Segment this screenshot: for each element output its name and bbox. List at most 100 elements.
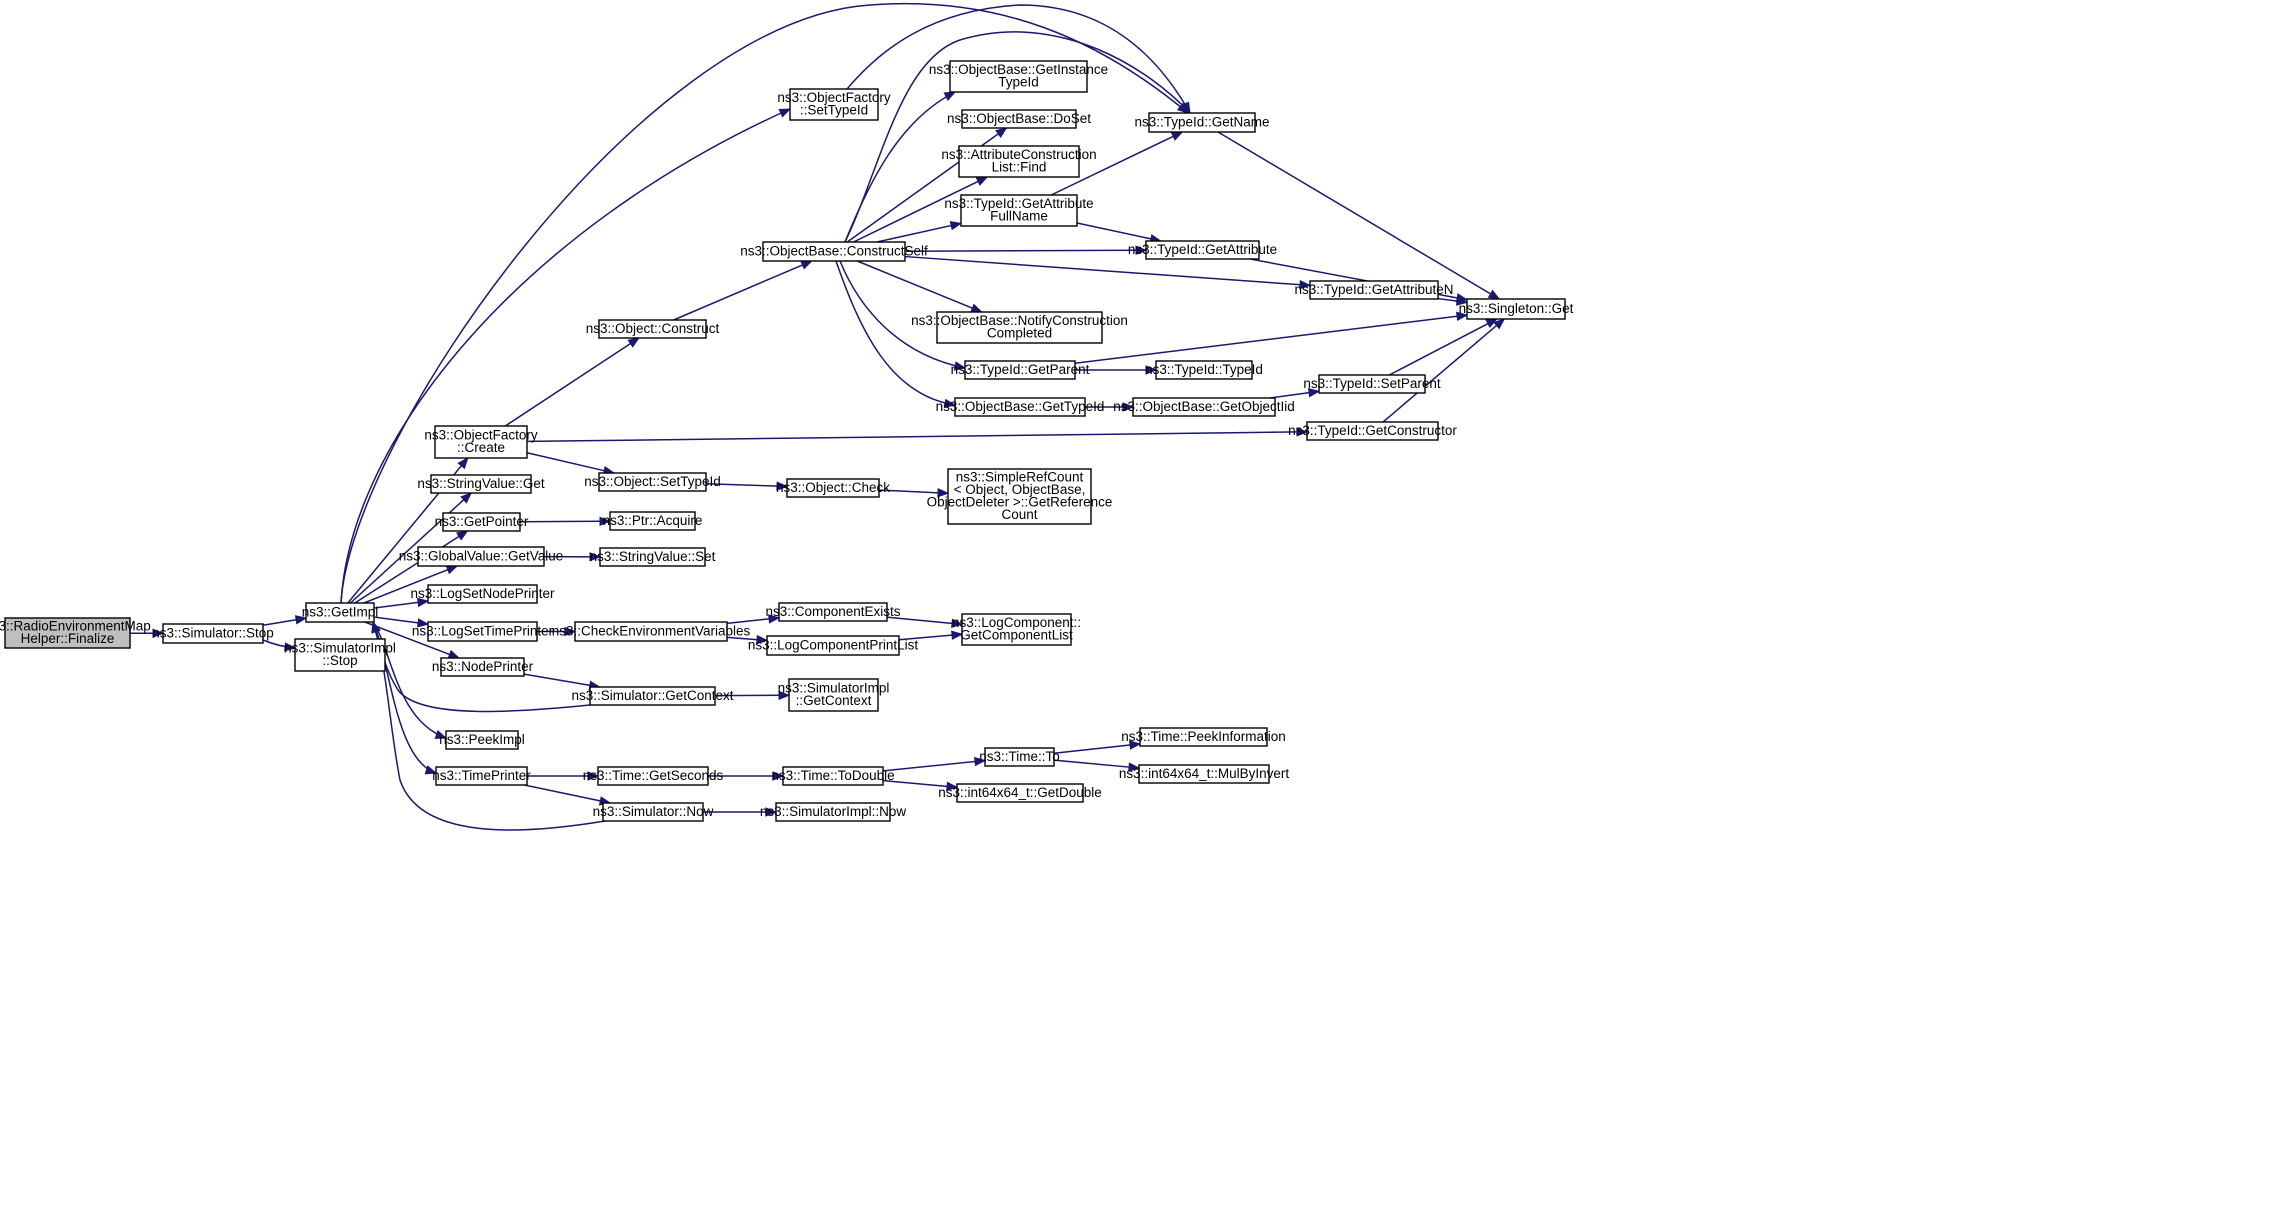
node-label: ns3::Simulator::GetContext [571,688,733,703]
node-compexists[interactable]: ns3::ComponentExists [765,602,901,622]
node-simimpl_stop[interactable]: ns3::SimulatorImpl::Stop [284,638,396,672]
edge-tid_getparent-to-tid_typeid [1075,365,1158,375]
node-simimpl_now[interactable]: ns3::SimulatorImpl::Now [760,802,907,822]
edge-getimpl-to-peekimpl [372,621,448,739]
node-logsetnode[interactable]: ns3::LogSetNodePrinter [410,584,555,604]
node-label: ns3::Object::Check [776,480,890,495]
node-logsettime[interactable]: ns3::LogSetTimePrinter [412,621,554,642]
node-int64_getdouble[interactable]: ns3::int64x64_t::GetDouble [938,783,1102,803]
edge-gv_getvalue-to-sv_set [543,552,602,562]
node-ob_gettypeid[interactable]: ns3::ObjectBase::GetTypeId [936,397,1105,417]
node-tid_typeid[interactable]: ns3::TypeId::TypeId [1145,360,1263,380]
edge-line [726,636,759,641]
edge-arrowhead [371,620,381,634]
node-timeprinter[interactable]: ns3::TimePrinter [432,766,531,786]
node-sv_get[interactable]: ns3::StringValue::Get [417,474,545,494]
edge-sim_now-to-getimpl [371,620,606,831]
node-label: ns3::int64x64_t::MulByInvert [1119,766,1290,781]
node-box [949,60,1088,93]
edge-time_getseconds-to-time_todouble [708,771,785,781]
node-obj_settypeid[interactable]: ns3::Object::SetTypeId [584,472,721,492]
node-nodeprinter[interactable]: ns3::NodePrinter [432,657,534,677]
node-simimpl_getcontext[interactable]: ns3::SimulatorImpl::GetContext [778,678,890,712]
edge-line [856,260,974,310]
node-ob_notify[interactable]: ns3::ObjectBase::NotifyConstructionCompl… [911,311,1128,344]
node-int64_mulbyinvert[interactable]: ns3::int64x64_t::MulByInvert [1119,764,1290,784]
node-logcompprint[interactable]: ns3::LogComponentPrintList [748,635,919,656]
edge-tid_getname-to-singleton_get [1217,131,1501,300]
node-sim_stop[interactable]: ns3::Simulator::Stop [152,623,274,644]
node-tid_getattributen[interactable]: ns3::TypeId::GetAttributeN [1294,280,1454,300]
node-time_getseconds[interactable]: ns3::Time::GetSeconds [583,766,724,786]
node-getpointer[interactable]: ns3::GetPointer [435,512,529,532]
node-peekimpl[interactable]: ns3::PeekImpl [439,730,525,750]
node-ob_getobjectiid[interactable]: ns3::ObjectBase::GetObjectIid [1113,397,1295,417]
node-label: ns3::NodePrinter [432,659,534,674]
edge-line [364,621,451,656]
node-tid_getparent[interactable]: ns3::TypeId::GetParent [951,360,1090,380]
edge-line [363,568,449,604]
node-singleton_get[interactable]: ns3::Singleton::Get [1459,298,1574,320]
node-box [305,602,375,623]
node-label: ns3::Time::To [979,749,1060,764]
node-label: ns3::PeekImpl [439,732,525,747]
node-label: ns3::ObjectFactory [777,90,891,105]
node-tid_setparent[interactable]: ns3::TypeId::SetParent [1303,374,1441,394]
node-box [762,241,906,262]
node-logcomp_getlist[interactable]: ns3::LogComponent::GetComponentList [952,613,1081,646]
edge-arrowhead [1493,318,1506,330]
node-tid_getconstructor[interactable]: ns3::TypeId::GetConstructor [1288,421,1457,441]
edge-timeprinter-to-time_getseconds [527,771,600,781]
node-simplerefcount[interactable]: ns3::SimpleRefCount< Object, ObjectBase,… [927,468,1113,525]
node-box [786,478,880,498]
node-time_to[interactable]: ns3::Time::To [979,747,1060,767]
edge-arrowhead [975,176,989,186]
edge-arrowhead [416,597,430,608]
edge-compexists-to-logcomp_getlist [886,616,964,629]
node-box [440,657,525,677]
edge-arrowhead [778,690,791,701]
edge-line [1388,322,1490,376]
edge-line [835,260,956,406]
node-sv_set[interactable]: ns3::StringValue::Set [590,547,716,567]
node-label: ns3::Object::SetTypeId [584,474,721,489]
edge-arrowhead [1135,245,1148,256]
node-tid_getattribute[interactable]: ns3::TypeId::GetAttribute [1128,240,1277,260]
edge-obj_check-to-simplerefcount [878,488,950,498]
edge-obj_construct-to-ob_constructself [673,260,813,321]
node-of_create[interactable]: ns3::ObjectFactory::Create [424,425,538,459]
node-gv_getvalue[interactable]: ns3::GlobalValue::GetValue [399,546,564,567]
node-label: ns3::SimulatorImpl::Now [760,804,907,819]
node-label: ns3::ComponentExists [765,604,900,619]
node-label: ns3::StringValue::Get [417,476,545,491]
node-of_settypeid[interactable]: ns3::ObjectFactory::SetTypeId [777,88,891,121]
node-box [775,802,891,822]
node-sim_getcontext[interactable]: ns3::Simulator::GetContext [571,686,734,706]
edge-ob_constructself-to-ob_gettypeid [835,260,957,409]
edge-line [1074,315,1459,364]
edge-ob_constructself-to-tid_getattrfullname [876,220,963,243]
node-time_peekinfo[interactable]: ns3::Time::PeekInformation [1121,727,1286,747]
node-sim_now[interactable]: ns3::Simulator::Now [593,802,714,822]
node-ob_constructself[interactable]: ns3::ObjectBase::ConstructSelf [740,241,928,262]
node-obj_check[interactable]: ns3::Object::Check [776,478,890,498]
node-getimpl[interactable]: ns3::GetImpl [302,602,379,623]
node-checkenv[interactable]: ns3::CheckEnvironmentVariables [552,621,751,642]
node-box [434,425,528,459]
node-obj_construct[interactable]: ns3::Object::Construct [586,319,720,339]
node-box [4,617,131,649]
edge-line [898,634,954,641]
edge-line [1053,759,1131,768]
node-label: ns3::ObjectBase::NotifyConstruction [911,313,1128,328]
node-time_todouble[interactable]: ns3::Time::ToDouble [771,766,895,786]
node-ptr_acquire[interactable]: ns3::Ptr::Acquire [603,511,703,531]
edge-arrowhead [772,771,785,781]
node-ob_doset[interactable]: ns3::ObjectBase::DoSet [947,109,1091,129]
edge-arrowhead [599,516,612,527]
node-tid_getname[interactable]: ns3::TypeId::GetName [1134,112,1270,133]
